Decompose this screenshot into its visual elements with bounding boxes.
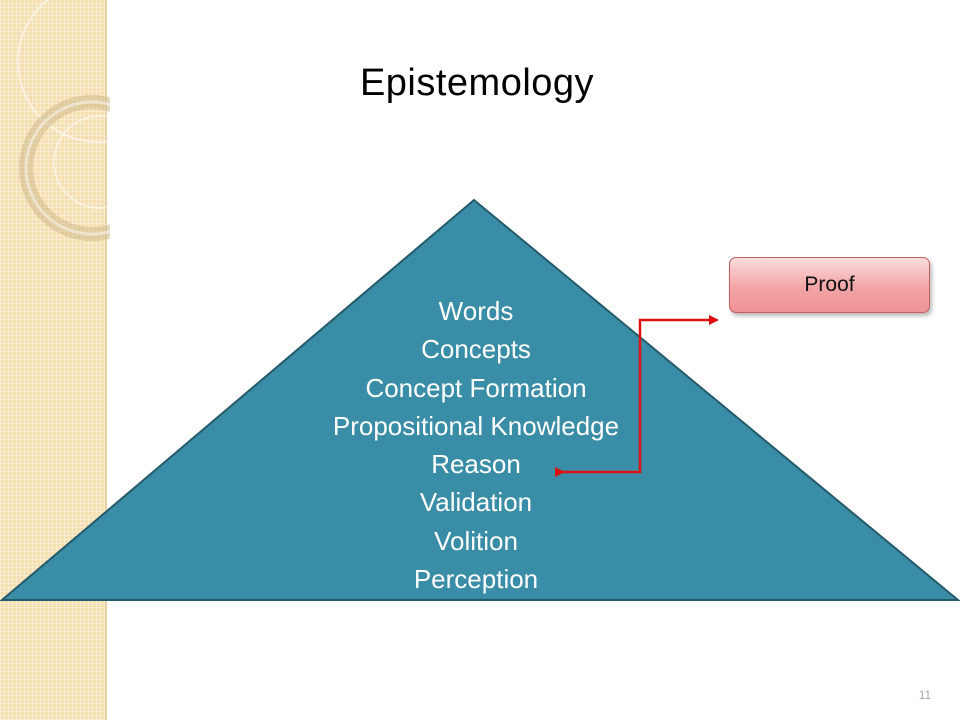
pyramid-level-validation: Validation [419, 487, 533, 518]
pyramid-level-list: Words Concepts Concept Formation Proposi… [276, 292, 676, 598]
slide-title: Epistemology [359, 62, 595, 104]
pyramid-level-concepts: Concepts [421, 334, 531, 365]
pyramid-level-reason: Reason [431, 449, 521, 480]
slide-number: 11 [918, 688, 932, 702]
pyramid-level-volition: Volition [434, 525, 518, 556]
pyramid-level-perception: Perception [413, 564, 539, 595]
pyramid-level-words: Words [438, 296, 514, 326]
pyramid-level-propositional-knowledge: Propositional Knowledge [332, 410, 620, 441]
proof-box: Proof [729, 257, 930, 313]
decorative-rings [17, 0, 110, 241]
proof-label: Proof [804, 273, 855, 296]
pyramid-level-concept-formation: Concept Formation [365, 372, 587, 403]
reason-to-proof-connector [555, 315, 719, 477]
